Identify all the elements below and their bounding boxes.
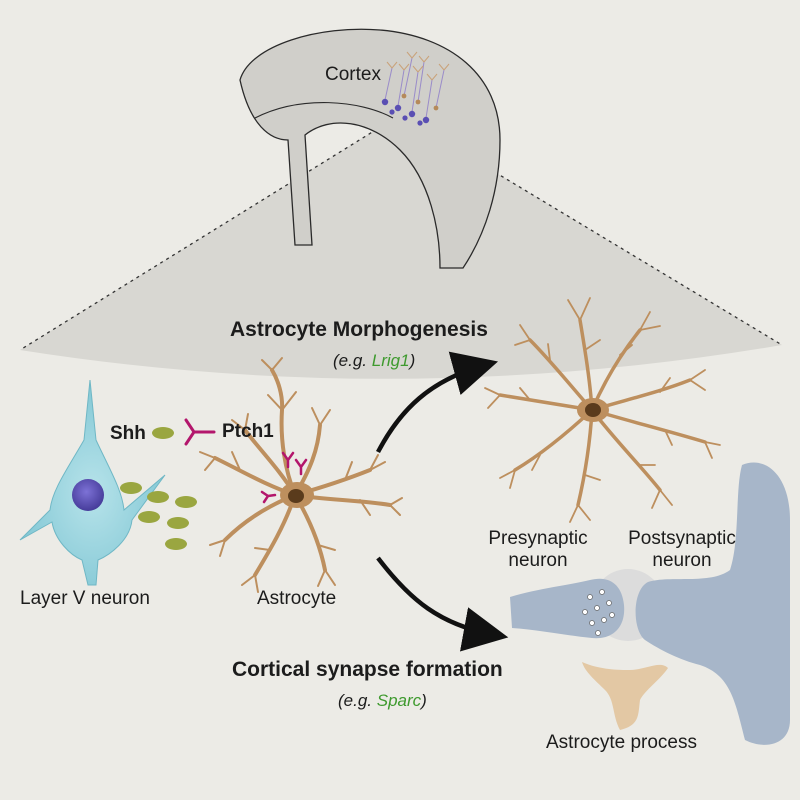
- mature-astrocyte: [484, 297, 721, 523]
- arrow-to-synapse-formation: [376, 556, 509, 652]
- astrocyte-nucleus: [288, 489, 304, 503]
- postsynaptic-neuron-label: Postsynaptic neuron: [628, 528, 736, 571]
- gene-sparc: Sparc: [376, 691, 422, 710]
- synapse-formation-title: Cortical synapse formation: [232, 658, 503, 681]
- zoom-fan-edge-right: [404, 117, 783, 346]
- astrocyte-process-label: Astrocyte process: [546, 732, 697, 753]
- presynaptic-neuron-label: Presynaptic neuron: [488, 528, 588, 571]
- shh-label: Shh: [110, 423, 146, 444]
- astrocyte-process: [582, 662, 668, 730]
- synaptic-vesicles: [582, 589, 615, 636]
- shh-ligands: [120, 427, 197, 550]
- layer-v-neuron: [19, 379, 166, 586]
- layer-v-neuron-label: Layer V neuron: [20, 588, 150, 609]
- synapse-example: (e.g. Sparc): [338, 691, 427, 710]
- ptch1-receptor-icon: [184, 418, 216, 446]
- brain-cortex-section: [239, 28, 501, 269]
- cortex-label: Cortex: [325, 64, 381, 85]
- arrow-to-morphogenesis: [376, 351, 499, 454]
- gene-lrig1: Lrig1: [371, 351, 410, 370]
- astrocyte-cell: [199, 357, 403, 593]
- ptch1-receptors-on-astrocyte: [260, 451, 308, 504]
- postsynaptic-neuron: [635, 462, 790, 745]
- synapse-schematic: [510, 462, 790, 745]
- ptch1-label: Ptch1: [222, 421, 274, 442]
- zoom-fan: [20, 118, 782, 379]
- ventricle-line: [254, 102, 394, 119]
- neuron-nucleus: [72, 479, 104, 511]
- morphogenesis-title: Astrocyte Morphogenesis: [230, 318, 488, 341]
- morphogenesis-example: (e.g. Lrig1): [333, 351, 416, 370]
- presynaptic-neuron: [510, 578, 625, 639]
- cortical-neurons-cluster: [381, 51, 450, 126]
- astrocyte-label: Astrocyte: [257, 588, 337, 609]
